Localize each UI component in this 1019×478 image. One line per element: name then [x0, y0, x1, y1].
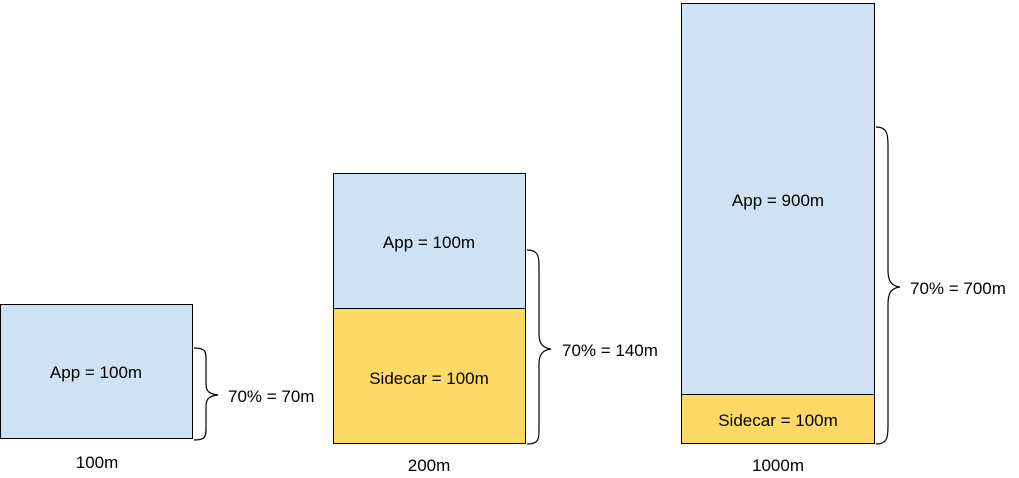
sidecar-box [333, 308, 526, 444]
total-label: 100m [76, 453, 119, 472]
total-label: 200m [408, 456, 451, 475]
sidecar-label: Sidecar = 100m [718, 411, 838, 430]
brace-70m [193, 347, 219, 441]
percent-label: 70% = 70m [228, 387, 314, 406]
brace-140m [526, 249, 552, 445]
sidecar-box [681, 394, 875, 444]
brace-700m [875, 126, 901, 445]
app-label: App = 100m [50, 363, 142, 382]
app-box [0, 304, 193, 439]
app-label: App = 900m [732, 191, 824, 210]
percent-label: 70% = 700m [910, 279, 1006, 298]
app-label: App = 100m [383, 233, 475, 252]
group-1000m: App = 900m Sidecar = 100m 70% = 700m 100… [681, 3, 1006, 475]
sidecar-label: Sidecar = 100m [369, 369, 489, 388]
app-box [681, 3, 875, 395]
percent-label: 70% = 140m [562, 341, 658, 360]
group-200m: App = 100m Sidecar = 100m 70% = 140m 200… [333, 173, 658, 475]
group-100m: App = 100m 70% = 70m 100m [0, 304, 314, 472]
app-box [333, 173, 526, 309]
total-label: 1000m [752, 456, 804, 475]
